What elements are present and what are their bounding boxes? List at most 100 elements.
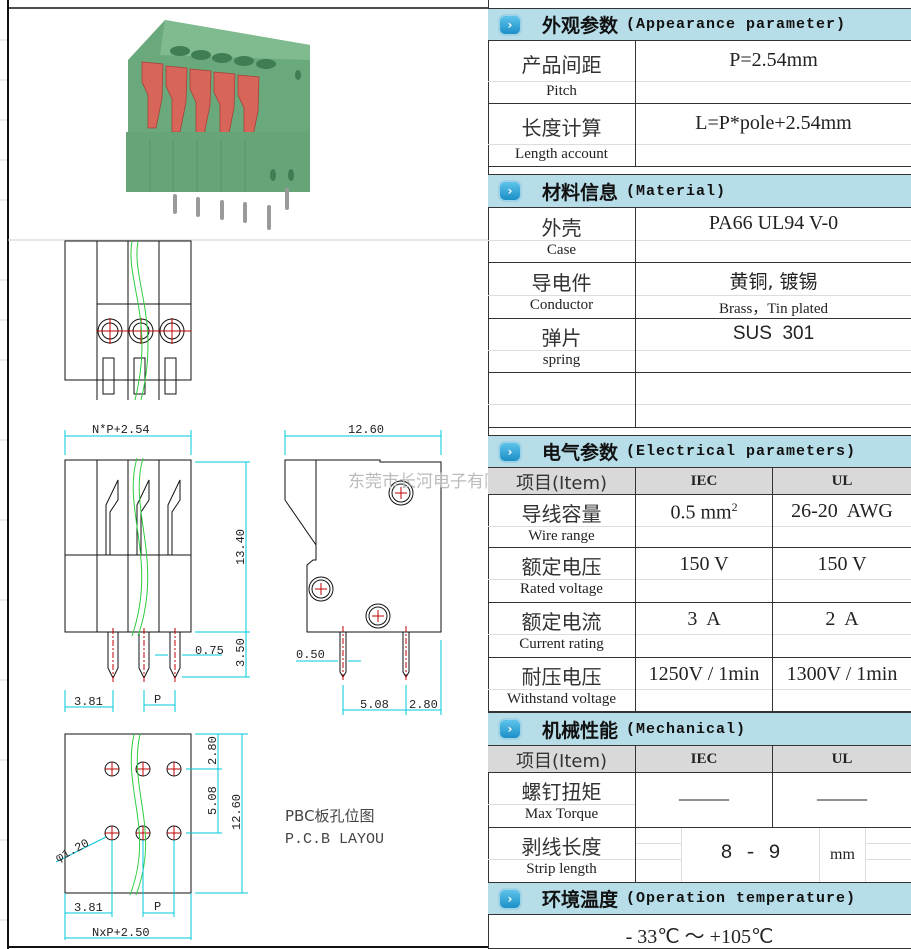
section-title-en: (Appearance parameter) [626,16,847,33]
spec-label-cn: 耐压电压 [521,665,602,689]
column-header-ul: UL [831,751,853,767]
iec-value: 3 A [687,608,721,630]
column-header-iec: IEC [690,751,718,767]
section-header-appearance: › 外观参数 (Appearance parameter) [488,8,911,41]
pcb-layout-title-en: P.C.B LAYOU [285,831,384,848]
section-title-cn: 环境温度 [542,889,619,911]
electrical-column-headers: 项目(Item) IEC UL [488,468,911,495]
spec-label-en: Length account [515,146,608,162]
spec-label-cn: 螺钉扭矩 [521,780,602,804]
spec-row-electrical: 额定电流 Current rating 3 A 2 A [488,603,911,658]
dim-pcb-width: NxP+2.50 [92,926,150,940]
section-header-electrical: › 电气参数 (Electrical parameters) [488,435,911,468]
torque-iec-value: _____ [679,781,729,803]
spec-label-cn: 导电件 [531,271,592,295]
iec-value: 1250V / 1min [648,663,760,685]
spec-label-cn: 剥线长度 [521,835,602,859]
spec-label-en: Wire range [528,528,595,544]
dim-pcb-offset: 3.81 [74,901,103,915]
section-title-en: (Electrical parameters) [626,443,857,460]
dim-front-pitch: P [154,693,161,707]
dim-pin-length: 3.50 [234,638,248,667]
dim-pcb-hole: φ1.20 [53,836,91,865]
spec-value: L=P*pole+2.54mm [695,112,852,134]
dim-pcb-top: 2.80 [206,736,220,765]
dim-side-depth: 12.60 [348,423,384,437]
chevron-right-icon: › [500,889,520,908]
torque-ul-value: _____ [817,781,867,803]
strip-length-value: 8 - 9 [720,842,781,865]
front-view-drawing [64,430,250,712]
column-header-item: 项目(Item) [515,473,608,494]
spec-label-cn: 额定电流 [521,610,602,634]
top-view-drawing [64,240,192,401]
column-header-item: 项目(Item) [515,751,608,772]
section-title-cn: 机械性能 [542,719,619,742]
spec-value: SUS 301 [732,323,815,344]
spec-row-torque: 螺钉扭矩 Max Torque _____ _____ [488,773,911,828]
dim-pcb-depth: 12.60 [230,794,244,830]
section-header-material: › 材料信息 (Material) [488,174,911,208]
dim-front-height: 13.40 [234,529,248,565]
spec-label-en: Max Torque [524,806,599,822]
strip-length-unit: mm [830,846,855,863]
spec-label-cn: 弹片 [541,326,582,350]
spec-label-en: Current rating [519,636,604,652]
spec-label-en: Conductor [529,297,594,313]
product-photo [126,20,310,230]
dim-side-pin-spacing: 5.08 [360,698,389,712]
dim-side-pin-width: 0.50 [296,648,325,662]
section-header-mechanical: › 机械性能 (Mechanical) [488,712,911,746]
dim-pcb-row-spacing: 5.08 [206,786,220,815]
spec-label-cn: 产品间距 [521,53,602,77]
spec-label-cn: 导线容量 [521,502,602,526]
spec-value: 黄铜, 镀锡 [729,271,818,293]
spec-row-strip-length: 剥线长度 Strip length 8 - 9 mm [488,828,911,883]
section-title-en: (Material) [626,182,727,200]
watermark: 东莞市长河电子有限公司 [348,472,488,492]
chevron-right-icon: › [500,182,520,200]
ul-value: 26-20 AWG [791,500,893,522]
section-title-en: (Mechanical) [626,720,747,738]
spec-value-en: Brass，Tin plated [718,301,829,317]
section-title-en: (Operation temperature) [626,890,857,907]
spec-label-en: Rated voltage [520,581,603,597]
temperature-range: - 33℃ ～ +105℃ [625,926,774,948]
spec-label-en: Withstand voltage [507,691,616,707]
spec-label-cn: 额定电压 [521,555,602,579]
spec-row-spring: 弹片 spring SUS 301 [488,319,911,373]
section-title-cn: 材料信息 [542,181,619,204]
spec-label-en: spring [542,352,581,368]
spec-row-electrical: 导线容量 Wire range 0.5 mm2 26-20 AWG [488,495,911,548]
pcb-layout-drawing [55,733,248,940]
dim-pin-width: 0.75 [195,644,224,658]
chevron-right-icon: › [500,720,520,738]
drawing-panel: N*P+2.54 13.40 3.50 0.75 3.81 P [0,0,535,949]
technical-drawings: N*P+2.54 13.40 3.50 0.75 3.81 P [0,0,535,949]
ul-value: 1300V / 1min [786,663,898,685]
spec-label-en: Pitch [546,83,577,99]
section-header-temperature: › 环境温度 (Operation temperature) [488,882,911,915]
section-title-cn: 电气参数 [542,442,619,464]
chevron-right-icon: › [500,15,520,34]
spec-table: › 外观参数 (Appearance parameter) 产品间距 Pitch … [488,0,911,949]
spec-value: PA66 UL94 V-0 [708,212,839,234]
spec-label-en: Strip length [526,861,597,877]
column-header-ul: UL [831,473,853,489]
iec-value-superscript: 2 [731,500,738,514]
iec-value: 0.5 mm [670,501,732,524]
spec-label-cn: 外壳 [541,216,582,240]
dim-pcb-pitch: P [154,900,161,914]
spec-value: P=2.54mm [729,49,818,71]
spreadsheet-row-lines [0,39,7,921]
ul-value: 2 A [825,608,859,630]
spec-row-conductor: 导电件 Conductor 黄铜, 镀锡 Brass，Tin plated [488,263,911,319]
spec-row-empty [488,373,911,428]
spec-row-pitch: 产品间距 Pitch P=2.54mm [488,41,911,104]
column-header-iec: IEC [690,473,718,489]
chevron-right-icon: › [500,442,520,461]
